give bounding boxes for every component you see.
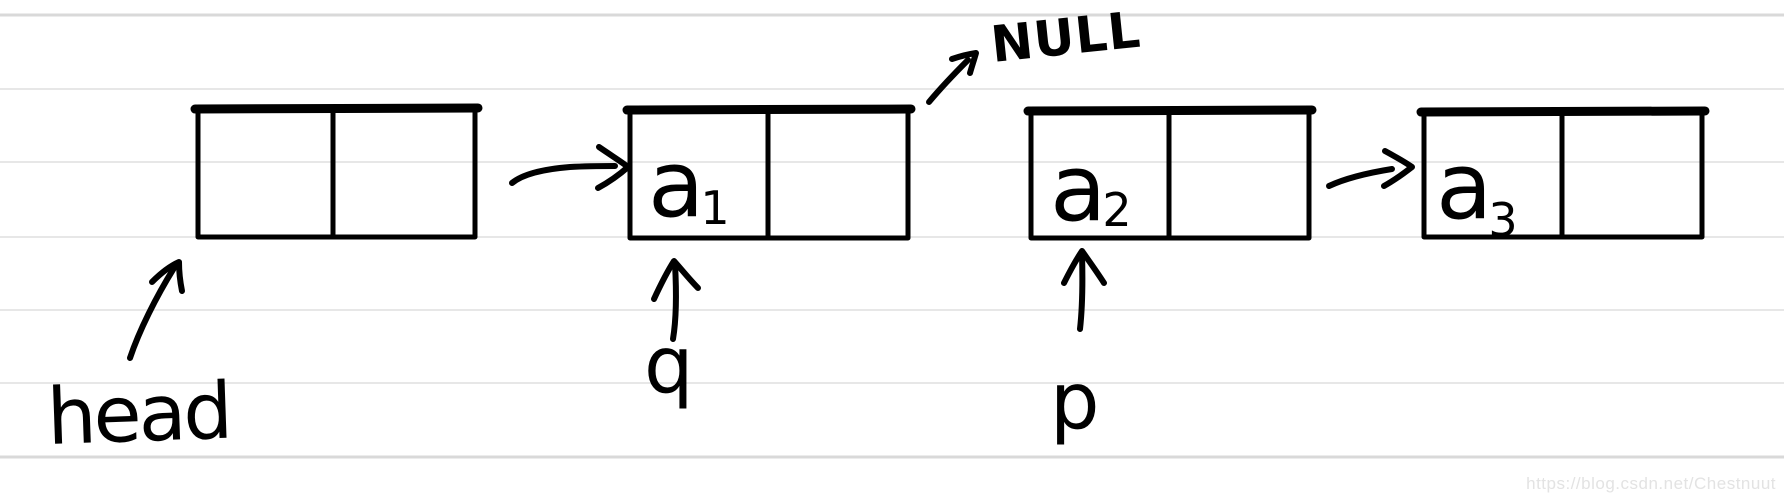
q-pointer: q <box>644 258 701 411</box>
arrow-shaft <box>926 57 971 105</box>
p-pointer: p <box>1050 248 1107 447</box>
node-3-top-stroke <box>1023 105 1317 116</box>
q-label: q <box>644 321 691 411</box>
node-2-value: a1 <box>648 131 726 238</box>
head-label: head <box>46 367 232 463</box>
node-1-top-stroke <box>190 103 483 114</box>
arrow-head <box>1061 248 1107 286</box>
arrow-shaft <box>1077 251 1086 332</box>
p-label: p <box>1050 357 1097 447</box>
node-3-value: a2 <box>1050 135 1128 242</box>
arrow-head <box>595 144 631 191</box>
node-2-top-stroke <box>622 104 916 115</box>
node-4-top-stroke <box>1416 106 1710 117</box>
list-node-4: a3 <box>1416 106 1710 247</box>
arrow-shaft <box>127 265 177 361</box>
list-node-1 <box>190 103 483 240</box>
head-pointer: head <box>46 259 232 463</box>
node-1-box <box>195 107 478 240</box>
arrow-head <box>149 259 185 294</box>
node-4-value: a3 <box>1436 133 1514 247</box>
arrow-shaft <box>509 163 618 186</box>
arrow-shaft <box>1326 166 1395 189</box>
arrow-head <box>1381 148 1415 189</box>
null-label: NULL <box>988 1 1143 74</box>
arrow-head <box>949 50 979 76</box>
watermark-text: https://blog.csdn.net/Chestnuut <box>1526 474 1776 493</box>
list-node-2: a1 <box>622 104 916 241</box>
list-node-3: a2 <box>1023 105 1317 242</box>
arrow-shaft <box>670 261 680 342</box>
next-arrow-node3-node4 <box>1326 148 1415 189</box>
arrow-head <box>651 258 701 302</box>
next-arrow-node1-node2 <box>509 144 631 191</box>
